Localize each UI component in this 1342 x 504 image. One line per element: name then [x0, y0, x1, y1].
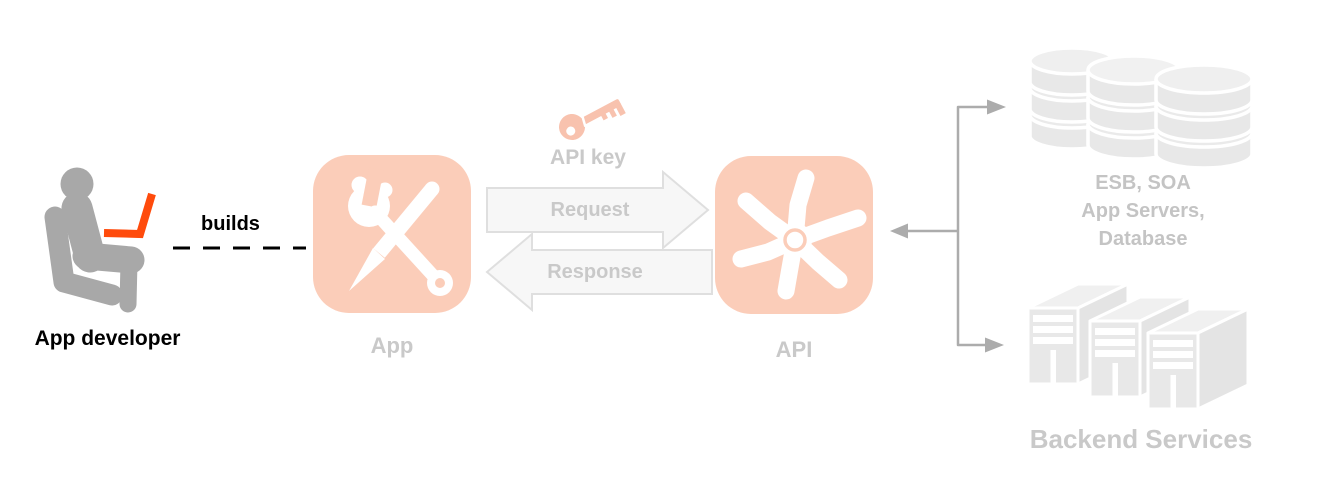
wrench-and-pencil-icon — [348, 167, 453, 296]
app-icon — [313, 155, 471, 313]
database-cylinder — [1154, 63, 1254, 170]
builds-dashed-line — [173, 246, 306, 250]
laptop-icon — [103, 192, 156, 239]
wrench-icon — [348, 167, 453, 296]
arrowhead-to-api — [890, 223, 908, 239]
shin-shape — [119, 253, 138, 313]
api-icon — [715, 156, 873, 314]
person-seated-with-laptop-icon — [44, 167, 156, 313]
esb-soa-label: ESB, SOA App Servers, Database — [1081, 172, 1205, 250]
key-icon — [559, 99, 626, 140]
app-developer-label: App developer — [34, 327, 181, 350]
server-towers-icon — [1026, 282, 1250, 411]
response-arrow — [485, 231, 713, 313]
backend-services-label: Backend Services — [1029, 424, 1253, 454]
request-arrow — [486, 169, 710, 251]
arrowhead-to-servers — [985, 337, 1004, 353]
response-label: Response — [547, 261, 643, 283]
chair-shape — [44, 206, 123, 306]
builds-label: builds — [201, 213, 260, 235]
database-stack-icon — [1028, 46, 1254, 170]
server-tower — [1146, 307, 1250, 411]
pencil-icon — [349, 181, 440, 291]
api-key-label: API key — [550, 146, 626, 169]
api-label: API — [775, 337, 813, 362]
app-label: App — [370, 333, 414, 358]
head-shape — [60, 167, 94, 201]
request-label: Request — [550, 199, 630, 221]
api-spark-icon — [732, 169, 867, 300]
arrowhead-to-databases — [987, 99, 1006, 115]
connector-lines — [890, 99, 1006, 353]
